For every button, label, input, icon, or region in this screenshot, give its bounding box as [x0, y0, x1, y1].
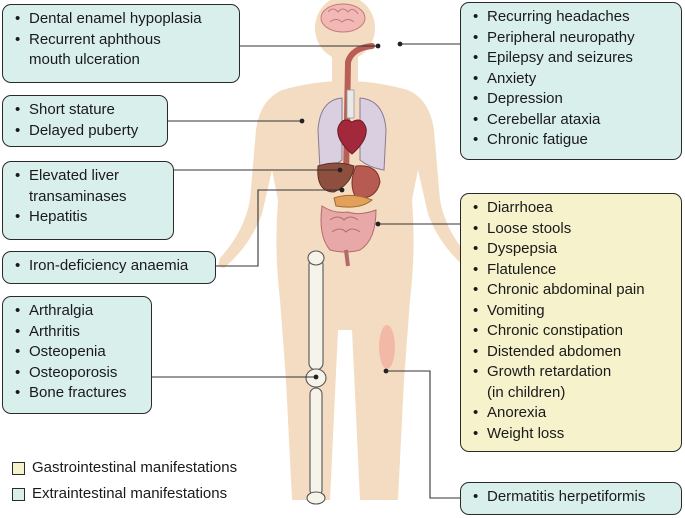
symptom-item: Chronic fatigue — [471, 130, 673, 151]
symptom-item: Peripheral neuropathy — [471, 28, 673, 49]
symptom-item: Hepatitis — [13, 207, 165, 228]
symptom-item: Bone fractures — [13, 383, 143, 404]
neurological-manifestations-box: Recurring headaches Peripheral neuropath… — [460, 2, 682, 160]
symptom-item: Weight loss — [471, 424, 673, 445]
symptom-item: Loose stools — [471, 219, 673, 240]
symptom-item: Anxiety — [471, 69, 673, 90]
legend-label-extraintestinal: Extraintestinal manifestations — [32, 485, 228, 502]
legend-extraintestinal: Extraintestinal manifestations — [12, 481, 237, 507]
symptom-item: Iron-deficiency anaemia — [13, 256, 207, 277]
symptom-item: Osteoporosis — [13, 363, 143, 384]
brain — [320, 3, 366, 33]
symptom-item: Osteopenia — [13, 342, 143, 363]
legend-gastrointestinal: Gastrointestinal manifestations — [12, 455, 237, 481]
symptom-item: Dental enamel hypoplasia — [13, 9, 231, 30]
stomach — [351, 165, 381, 199]
symptom-item: Flatulence — [471, 260, 673, 281]
trachea — [346, 89, 355, 119]
legend: Gastrointestinal manifestations Extraint… — [12, 455, 237, 507]
symptom-item: Chronic constipation — [471, 321, 673, 342]
symptom-item: Elevated liver — [13, 166, 165, 187]
symptom-item-continuation: mouth ulceration — [29, 51, 140, 68]
leg-bones — [305, 250, 327, 505]
dermatitis-box: Dermatitis herpetiformis — [460, 482, 682, 515]
heart — [337, 119, 367, 155]
symptom-item: Vomiting — [471, 301, 673, 322]
connector-lines — [152, 43, 460, 499]
pancreas — [333, 194, 373, 208]
symptom-item: Arthralgia — [13, 301, 143, 322]
legend-swatch-gastrointestinal — [12, 461, 25, 475]
symptom-item: Delayed puberty — [13, 121, 159, 142]
legend-swatch-extraintestinal — [12, 487, 25, 501]
symptom-item: Growth retardation — [471, 362, 673, 383]
symptom-item: Recurrent aphthous — [13, 30, 231, 51]
symptom-item: Diarrhoea — [471, 198, 673, 219]
symptom-item: Distended abdomen — [471, 342, 673, 363]
anaemia-box: Iron-deficiency anaemia — [2, 251, 216, 284]
growth-manifestations-box: Short stature Delayed puberty — [2, 95, 168, 147]
skin-rash — [379, 325, 395, 369]
symptom-item: Epilepsy and seizures — [471, 48, 673, 69]
symptom-item: Recurring headaches — [471, 7, 673, 28]
gastrointestinal-manifestations-box: Diarrhoea Loose stools Dyspepsia Flatule… — [460, 193, 682, 452]
symptom-item: Dermatitis herpetiformis — [471, 487, 673, 508]
symptom-item: Arthritis — [13, 322, 143, 343]
intestines — [320, 205, 377, 267]
oesophagus — [343, 43, 375, 183]
symptom-item: Short stature — [13, 100, 159, 121]
lungs — [317, 97, 387, 171]
connector-dots — [299, 41, 403, 380]
symptom-item: Depression — [471, 89, 673, 110]
symptom-item-continuation: (in children) — [487, 383, 566, 401]
symptom-item-continuation: transaminases — [29, 187, 127, 205]
symptom-item: Anorexia — [471, 403, 673, 424]
legend-label-gastrointestinal: Gastrointestinal manifestations — [32, 459, 238, 476]
bone-manifestations-box: Arthralgia Arthritis Osteopenia Osteopor… — [2, 296, 152, 414]
symptom-item: Cerebellar ataxia — [471, 110, 673, 131]
oral-manifestations-box: Dental enamel hypoplasia Recurrent aphth… — [2, 4, 240, 83]
symptom-item: Chronic abdominal pain — [471, 280, 673, 301]
liver-manifestations-box: Elevated liver transaminases Hepatitis — [2, 161, 174, 240]
symptom-item: Dyspepsia — [471, 239, 673, 260]
